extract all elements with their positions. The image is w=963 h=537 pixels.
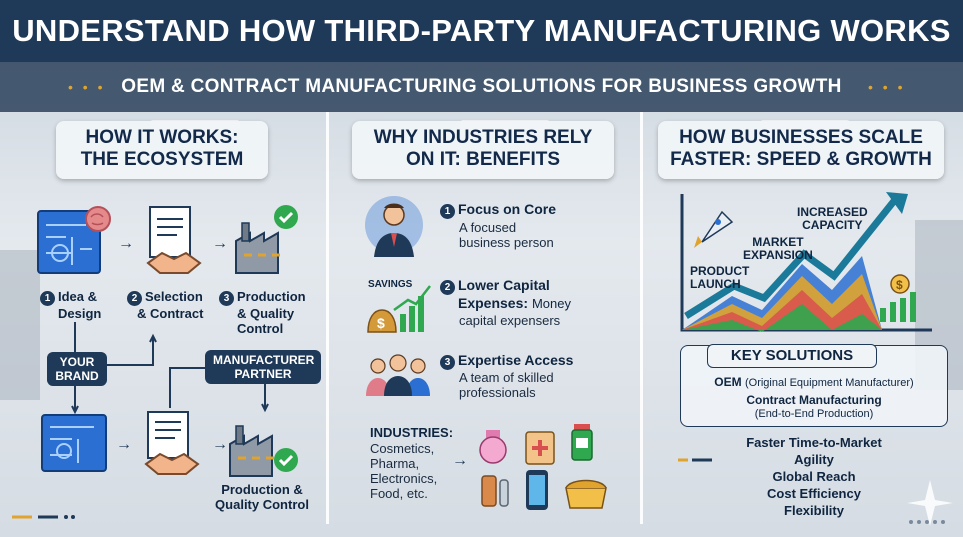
coin-growth-icon: $ bbox=[880, 274, 916, 322]
money-bag-growth-icon: $ bbox=[367, 285, 431, 333]
flow-arrow: → bbox=[212, 436, 228, 453]
svg-text:$: $ bbox=[896, 278, 903, 292]
benefit-capital-title-cont: Expenses: Money bbox=[458, 295, 571, 311]
contract-handshake-icon bbox=[146, 206, 202, 274]
title-bar: UNDERSTAND HOW THIRD-PARTY MANUFACTURING… bbox=[0, 0, 963, 62]
chart-label-market-expansion: MARKET EXPANSION bbox=[743, 235, 813, 262]
savings-label: SAVINGS bbox=[368, 279, 413, 290]
subtitle-bar: • • • OEM & CONTRACT MANUFACTURING SOLUT… bbox=[0, 62, 963, 112]
factory-check-icon bbox=[235, 205, 298, 274]
your-brand-badge: YOUR BRAND bbox=[47, 352, 107, 386]
column-heading-ecosystem: HOW IT WORKS: THE ECOSYSTEM bbox=[56, 121, 268, 179]
column-heading-benefits: WHY INDUSTRIES RELY ON IT: BENEFITS bbox=[352, 121, 614, 179]
contract-manufacturing-line: Contract Manufacturing bbox=[746, 393, 882, 407]
blueprint-brain-icon bbox=[37, 206, 111, 274]
contract-detail-line: (End-to-End Production) bbox=[754, 408, 874, 420]
key-solutions-title: KEY SOLUTIONS bbox=[707, 344, 877, 368]
chart-label-increased-capacity: INCREASED CAPACITY bbox=[797, 205, 868, 232]
industries-arrow: → bbox=[452, 452, 468, 469]
background-shelf bbox=[0, 250, 40, 400]
industries-list: Cosmetics, Pharma, Electronics, Food, et… bbox=[370, 441, 438, 501]
outcomes-list: Faster Time-to-Market Agility Global Rea… bbox=[746, 435, 882, 518]
sparkle-icon bbox=[907, 480, 953, 526]
column-divider bbox=[640, 112, 643, 524]
flow-arrow: → bbox=[116, 436, 132, 453]
bottom-production-label: Production & Quality Control bbox=[215, 482, 309, 512]
decorative-dots: • • • bbox=[868, 79, 906, 95]
industry-products-icon bbox=[479, 424, 607, 510]
column-heading-growth: HOW BUSINESSES SCALE FASTER: SPEED & GRO… bbox=[658, 121, 944, 179]
column-divider bbox=[326, 112, 329, 524]
decorative-dash bbox=[678, 458, 712, 462]
blueprint-icon bbox=[41, 414, 107, 472]
business-person-icon bbox=[365, 196, 423, 257]
svg-text:$: $ bbox=[377, 315, 385, 331]
decorative-dash bbox=[12, 515, 75, 519]
decorative-dots: • • • bbox=[68, 79, 106, 95]
benefit-expertise-text: A team of skilled professionals bbox=[459, 370, 554, 400]
flow-arrow: → bbox=[118, 235, 134, 252]
manufacturer-partner-badge: MANUFACTURER PARTNER bbox=[205, 350, 321, 384]
team-icon bbox=[366, 354, 430, 396]
chart-label-product-launch: PRODUCT LAUNCH bbox=[690, 264, 750, 291]
oem-line: OEM (Original Equipment Manufacturer) bbox=[714, 375, 914, 389]
contract-handshake-icon bbox=[144, 411, 200, 475]
benefit-capital-text: capital expensers bbox=[459, 313, 561, 328]
benefit-focus-text: A focused business person bbox=[459, 220, 554, 250]
factory-check-icon bbox=[229, 425, 298, 477]
growth-chart-illustration bbox=[680, 192, 932, 332]
flow-arrow: → bbox=[212, 235, 228, 252]
industries-title: INDUSTRIES: bbox=[370, 425, 454, 440]
page-title: UNDERSTAND HOW THIRD-PARTY MANUFACTURING… bbox=[12, 13, 951, 48]
page-subtitle: OEM & CONTRACT MANUFACTURING SOLUTIONS F… bbox=[121, 76, 842, 97]
